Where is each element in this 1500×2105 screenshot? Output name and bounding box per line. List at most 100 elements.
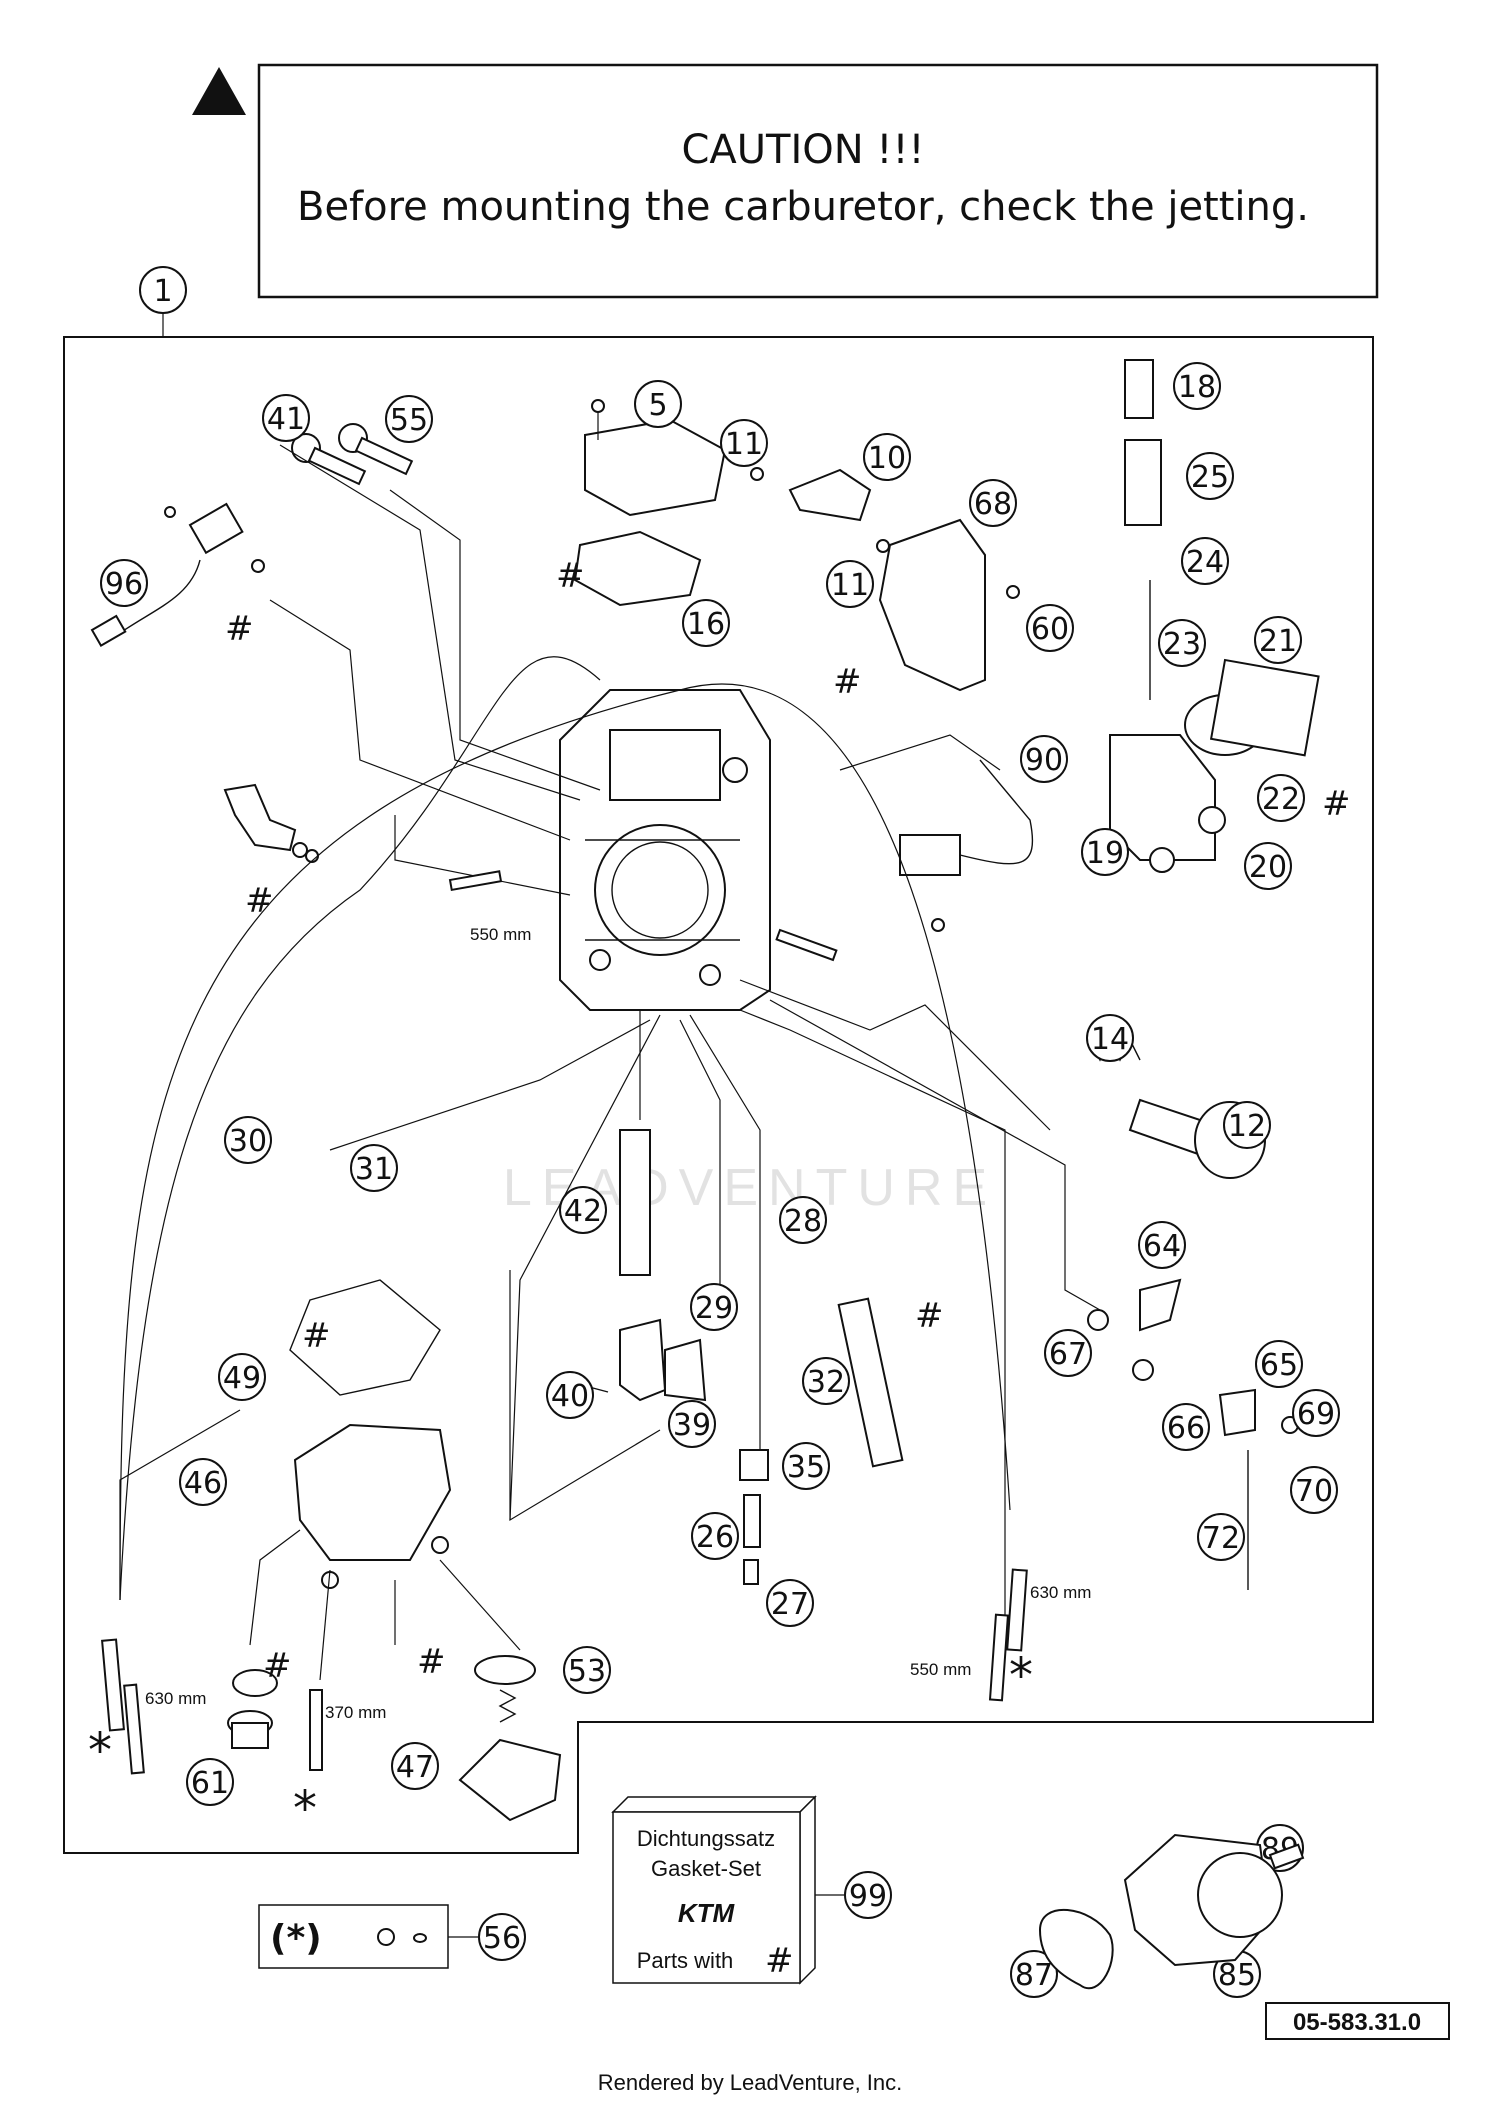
callout-55: 55: [385, 395, 433, 443]
callout-number: 27: [771, 1587, 809, 1622]
assembly-frame: [63, 336, 1374, 1854]
callout-number: 67: [1049, 1337, 1087, 1372]
float-bowl: [289, 1279, 452, 1589]
callout-number: 28: [784, 1204, 822, 1239]
callout-number: 72: [1202, 1521, 1240, 1556]
callout-circle: [546, 1371, 594, 1419]
callout-number: 66: [1167, 1411, 1205, 1446]
needle-jet: [739, 1449, 769, 1585]
callout-number: 31: [355, 1152, 393, 1187]
callout-68: 68: [969, 479, 1017, 527]
callout-circle: [1138, 1221, 1186, 1269]
cable-guide: [788, 468, 872, 522]
callout-32: 32: [802, 1357, 850, 1405]
top-cover: [573, 399, 727, 607]
hash-marker: #: [263, 1646, 292, 1686]
throttle-sensor-linkage: [899, 759, 1034, 932]
callout-number: 24: [1186, 545, 1224, 580]
callout-25: 25: [1186, 452, 1234, 500]
callout-circle: [1186, 452, 1234, 500]
air-adapter: [1038, 1833, 1305, 1989]
callout-number: 68: [974, 487, 1012, 522]
callout-circle: [826, 560, 874, 608]
dimension-label: 550 mm: [470, 925, 531, 944]
callout-72: 72: [1197, 1513, 1245, 1561]
callout-number: 49: [223, 1361, 261, 1396]
callout-30: 30: [224, 1116, 272, 1164]
callout-circle: [634, 380, 682, 428]
callout-number: 96: [105, 567, 143, 602]
callout-number: 35: [787, 1450, 825, 1485]
callout-circle: [1290, 1466, 1338, 1514]
callout-circle: [1255, 1340, 1303, 1388]
callout-11: 11: [720, 419, 768, 467]
callout-circle: [179, 1458, 227, 1506]
callout-number: 5: [648, 388, 667, 423]
callout-number: 87: [1015, 1958, 1053, 1993]
asterisk-marker: *: [293, 1781, 317, 1837]
callout-number: 1: [153, 274, 172, 309]
callout-circle: [779, 1196, 827, 1244]
reference-number: 05-583.31.0: [1293, 2009, 1421, 2036]
callout-number: 42: [564, 1194, 602, 1229]
throttle-cover: [878, 518, 986, 692]
idle-fitting: [223, 783, 297, 852]
hash-marker: #: [245, 881, 274, 921]
callout-number: 61: [191, 1766, 229, 1801]
asterisk-paren-marker: (*): [270, 1918, 322, 1959]
callout-64: 64: [1138, 1221, 1186, 1269]
callout-39: 39: [668, 1400, 716, 1448]
hash-marker: #: [833, 662, 862, 702]
callout-circle: [1158, 619, 1206, 667]
callout-65: 65: [1255, 1340, 1303, 1388]
callout-56: 56: [478, 1913, 526, 1961]
cable-ends: [101, 870, 1028, 1775]
hash-marker: #: [417, 1642, 446, 1682]
callout-circle: [863, 433, 911, 481]
callout-circle: [385, 395, 433, 443]
callout-67: 67: [1044, 1329, 1092, 1377]
callout-number: 47: [396, 1750, 434, 1785]
callout-circle: [682, 599, 730, 647]
callout-22: 22: [1257, 774, 1305, 822]
gasket-set-box: Dichtungssatz Gasket-Set KTM Parts with …: [611, 1795, 845, 1985]
leader-lines: [119, 444, 1101, 1681]
callout-circle: [1197, 1513, 1245, 1561]
callout-29: 29: [690, 1283, 738, 1331]
callout-number: 32: [807, 1365, 845, 1400]
callout-number: 29: [695, 1291, 733, 1326]
callout-circle: [1173, 362, 1221, 410]
callout-circle: [391, 1742, 439, 1790]
callout-11: 11: [826, 560, 874, 608]
callout-number: 56: [483, 1921, 521, 1956]
callout-23: 23: [1158, 619, 1206, 667]
callout-number: 64: [1143, 1229, 1181, 1264]
callout-circle: [563, 1646, 611, 1694]
callout-14: 14: [1086, 1014, 1134, 1062]
callout-number: 90: [1025, 743, 1063, 778]
gasket-set-line2: Gasket-Set: [651, 1856, 761, 1881]
callout-number: 18: [1178, 370, 1216, 405]
callout-19: 19: [1081, 828, 1129, 876]
callout-circle: [766, 1579, 814, 1627]
callout-number: 14: [1091, 1022, 1129, 1057]
callout-number: 65: [1260, 1348, 1298, 1383]
callout-circle: [782, 1442, 830, 1490]
callout-number: 55: [390, 403, 428, 438]
callout-circle: [1244, 842, 1292, 890]
ktm-logo: KTM: [678, 1898, 736, 1928]
callout-number: 60: [1031, 612, 1069, 647]
callout-circle: [100, 559, 148, 607]
jet-kit-42: [619, 1129, 651, 1276]
callout-number: 20: [1249, 850, 1287, 885]
dimension-label: 630 mm: [1030, 1583, 1091, 1602]
callout-circle: [218, 1353, 266, 1401]
callout-circle: [478, 1913, 526, 1961]
callout-21: 21: [1254, 616, 1302, 664]
gasket-set-line3: Parts with: [637, 1948, 734, 1973]
gasket-set-line1: Dichtungssatz: [637, 1826, 775, 1851]
asterisk-marker: *: [88, 1723, 112, 1779]
callout-circle: [969, 479, 1017, 527]
callout-12: 12: [1223, 1101, 1271, 1149]
